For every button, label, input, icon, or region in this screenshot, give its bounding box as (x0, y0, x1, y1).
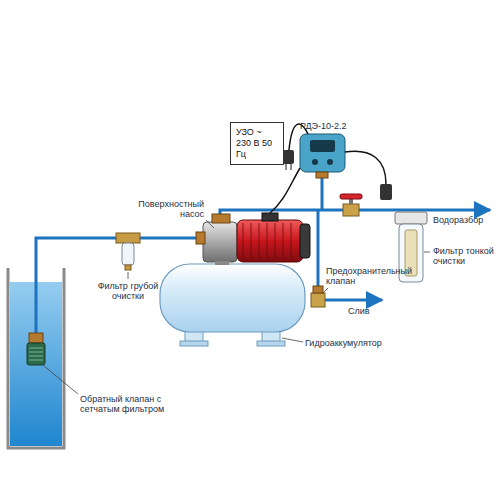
water-pipes (36, 175, 490, 335)
part-label: Фильтр тонкой очистки (433, 246, 497, 266)
part-label: Слив (348, 306, 370, 316)
part-label: Гидроаккумулятор (305, 338, 382, 348)
leader-lines (44, 220, 430, 394)
part-label: Фильтр грубой очистки (92, 281, 164, 301)
power-box: УЗО ~ 230 В 50 Гц (230, 122, 284, 165)
check-valve (27, 333, 45, 365)
part-label: Обратный клапан с сетчатым фильтром (80, 394, 176, 414)
part-label: РДЭ-10-2.2 (300, 121, 346, 131)
power-cables (270, 124, 392, 213)
surface-pump (196, 213, 310, 265)
pressure-switch (300, 134, 345, 178)
safety-valve (311, 286, 325, 307)
ball-valve (340, 194, 362, 216)
part-label: Предохранительный клапан (326, 266, 410, 286)
coarse-filter (116, 233, 140, 270)
pressure-tank (160, 264, 305, 346)
part-label: Водоразбор (433, 215, 483, 225)
part-label: Поверхностный насос (136, 199, 204, 219)
box-text: УЗО ~ 230 В 50 Гц (236, 127, 278, 160)
